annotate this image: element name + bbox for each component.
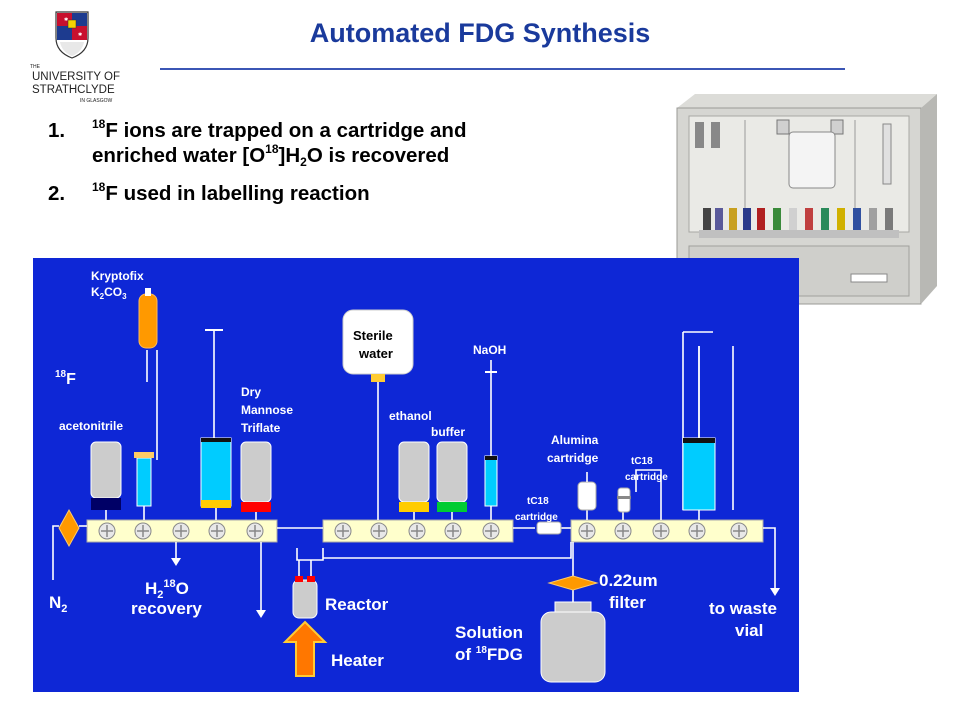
alumina-cartridge <box>577 472 597 511</box>
title-underline <box>160 68 845 70</box>
svg-text:✱: ✱ <box>64 17 68 23</box>
n2-valve-icon <box>58 508 80 548</box>
label-alumina: Alumina <box>551 433 599 447</box>
label-reactor: Reactor <box>325 595 389 614</box>
tc18-inline-cartridge <box>536 521 562 535</box>
label-dry: Dry <box>241 385 261 399</box>
label-h2o18: H218O <box>145 578 189 601</box>
label-n2: N2 <box>49 593 67 615</box>
label-naoh: NaOH <box>473 343 506 357</box>
logo-line2: STRATHCLYDE <box>32 84 115 96</box>
label-solution: Solution <box>455 623 523 642</box>
label-k2co3: K2CO3 <box>91 285 127 301</box>
label-alumina-cartridge: cartridge <box>547 451 599 465</box>
fdg-flow-diagram: Kryptofix K2CO3 18F acetonitrile Dry Man… <box>33 258 799 692</box>
syringe-2 <box>682 346 716 520</box>
diagram-labels: Kryptofix K2CO3 18F acetonitrile Dry Man… <box>49 269 777 670</box>
syringe-1 <box>200 329 232 520</box>
slide-title: Automated FDG Synthesis <box>309 18 651 48</box>
bullet-list: 1. 18F ions are trapped on a cartridge a… <box>48 118 648 219</box>
logo-line3: IN GLASGOW <box>80 98 113 104</box>
label-ethanol: ethanol <box>389 409 432 423</box>
label-of-fdg: of 18FDG <box>455 645 523 664</box>
acetonitrile-vial <box>90 441 122 520</box>
bullet-1-line2: enriched water [O18]H2O is recovered <box>92 142 450 169</box>
f18-syringe <box>136 457 152 507</box>
filter-icon <box>547 575 599 591</box>
bullet-number: 1. <box>48 119 66 142</box>
label-triflate: Triflate <box>241 421 281 435</box>
label-tc18-right: tC18 <box>631 456 653 467</box>
label-tc18-inline-cartridge: cartridge <box>515 512 558 523</box>
heater-arrow-icon <box>282 620 328 677</box>
label-recovery: recovery <box>131 599 202 618</box>
logo-the: THE <box>30 64 41 70</box>
bullet-1-line1: 18F ions are trapped on a cartridge and <box>92 117 467 142</box>
kryptofix-vial <box>138 293 158 349</box>
label-tc18-inline: tC18 <box>527 496 549 507</box>
reactor <box>292 560 318 619</box>
label-filter: filter <box>609 593 646 612</box>
logo-line1: UNIVERSITY OF <box>32 71 120 83</box>
synthesizer-photo <box>655 80 945 318</box>
buffer-vial <box>436 441 468 520</box>
label-filter-size: 0.22um <box>599 571 658 590</box>
mannose-triflate-vial <box>240 441 272 520</box>
label-f18: 18F <box>55 369 76 388</box>
sterile-water-bag <box>342 309 414 382</box>
crest-icon: ✱ ✱ <box>55 11 89 59</box>
university-logo: ✱ ✱ THE UNIVERSITY OF STRATHCLYDE IN GLA… <box>30 11 120 104</box>
label-to-waste: to waste <box>709 599 777 618</box>
label-water: water <box>358 346 393 361</box>
label-acetonitrile: acetonitrile <box>59 419 123 433</box>
label-kryptofix: Kryptofix <box>91 269 144 283</box>
label-vial: vial <box>735 621 763 640</box>
label-mannose: Mannose <box>241 403 293 417</box>
valves <box>98 522 748 540</box>
tc18-cartridge-2 <box>617 487 631 513</box>
bullet-item-1: 1. 18F ions are trapped on a cartridge a… <box>48 118 648 168</box>
label-heater: Heater <box>331 651 384 670</box>
ethanol-vial <box>398 441 430 520</box>
label-tc18-right-cartridge: cartridge <box>625 472 668 483</box>
arrows <box>171 558 780 618</box>
naoh-syringe <box>484 371 498 520</box>
label-sterile: Sterile <box>353 328 393 343</box>
fdg-solution-bottle <box>540 601 606 683</box>
bullet-2-text: 18F used in labelling reaction <box>92 180 370 205</box>
bullet-item-2: 2. 18F used in labelling reaction <box>48 181 648 206</box>
bullet-number: 2. <box>48 182 66 205</box>
svg-text:✱: ✱ <box>78 32 82 38</box>
label-buffer: buffer <box>431 425 465 439</box>
